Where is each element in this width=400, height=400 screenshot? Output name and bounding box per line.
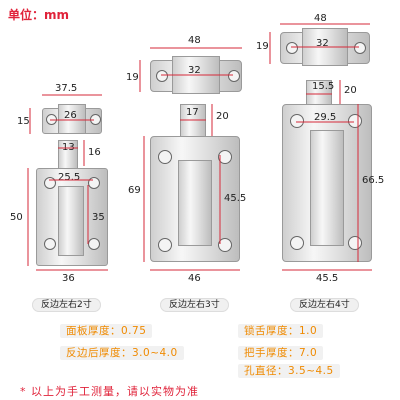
screw-hole-icon [158,238,172,252]
dim-plate-width: 45.5 [316,273,339,284]
dim-plate-height: 50 [10,212,23,223]
dim-keeper-width: 48 [314,13,327,24]
keeper-raised [58,104,86,134]
screw-hole-icon [290,236,304,250]
dim-keeper-height: 19 [256,41,269,52]
bolt-channel [178,160,212,246]
dim-tongue-offset: 20 [344,85,357,96]
dim-tongue-offset: 16 [88,147,101,158]
dim-keeper-hole: 32 [316,38,329,49]
dim-keeper-hole: 32 [188,65,201,76]
screw-hole-icon [354,42,366,54]
product-label-3inch: 反边左右3寸 [160,298,229,312]
unit-label: 单位：mm [8,8,70,22]
dim-keeper-height: 19 [126,72,139,83]
dim-plate-width: 36 [62,273,75,284]
screw-hole-icon [228,70,240,82]
dim-tongue-offset: 20 [216,111,229,122]
dim-keeper-width: 48 [188,35,201,46]
dim-plate-side: 35 [92,212,105,223]
screw-hole-icon [158,150,172,164]
dim-hole-spacing: 25.5 [58,172,81,183]
dim-hole-spacing: 29.5 [314,112,337,123]
dim-plate-side: 45.5 [224,193,247,204]
screw-hole-icon [290,114,304,128]
spec-handle-thickness: 把手厚度：7.0 [238,346,324,360]
bolt-channel [58,186,84,256]
dim-keeper-height: 15 [17,116,30,127]
dim-keeper-hole: 26 [64,110,77,121]
screw-hole-icon [218,238,232,252]
dim-keeper-width: 37.5 [55,83,78,94]
screw-hole-icon [218,150,232,164]
dim-plate-width: 46 [188,273,201,284]
dim-tongue-width: 17 [186,107,199,118]
bolt-channel [310,130,344,246]
product-label-2inch: 反边左右2寸 [32,298,101,312]
spec-back-thickness: 反边后厚度：3.0~4.0 [60,346,184,360]
dim-plate-height: 66.5 [362,175,385,186]
spec-hole-diameter: 孔直径：3.5~4.5 [238,364,340,378]
disclaimer-note: * 以上为手工测量，请以实物为准 [20,385,199,398]
dim-plate-height: 69 [128,185,141,196]
spec-tongue-thickness: 锁舌厚度：1.0 [238,324,324,338]
spec-panel-thickness: 面板厚度：0.75 [60,324,153,338]
screw-hole-icon [286,42,298,54]
product-label-4inch: 反边左右4寸 [290,298,359,312]
screw-hole-icon [44,238,56,250]
screw-hole-icon [156,70,168,82]
dim-tongue-width: 15.5 [312,81,335,92]
